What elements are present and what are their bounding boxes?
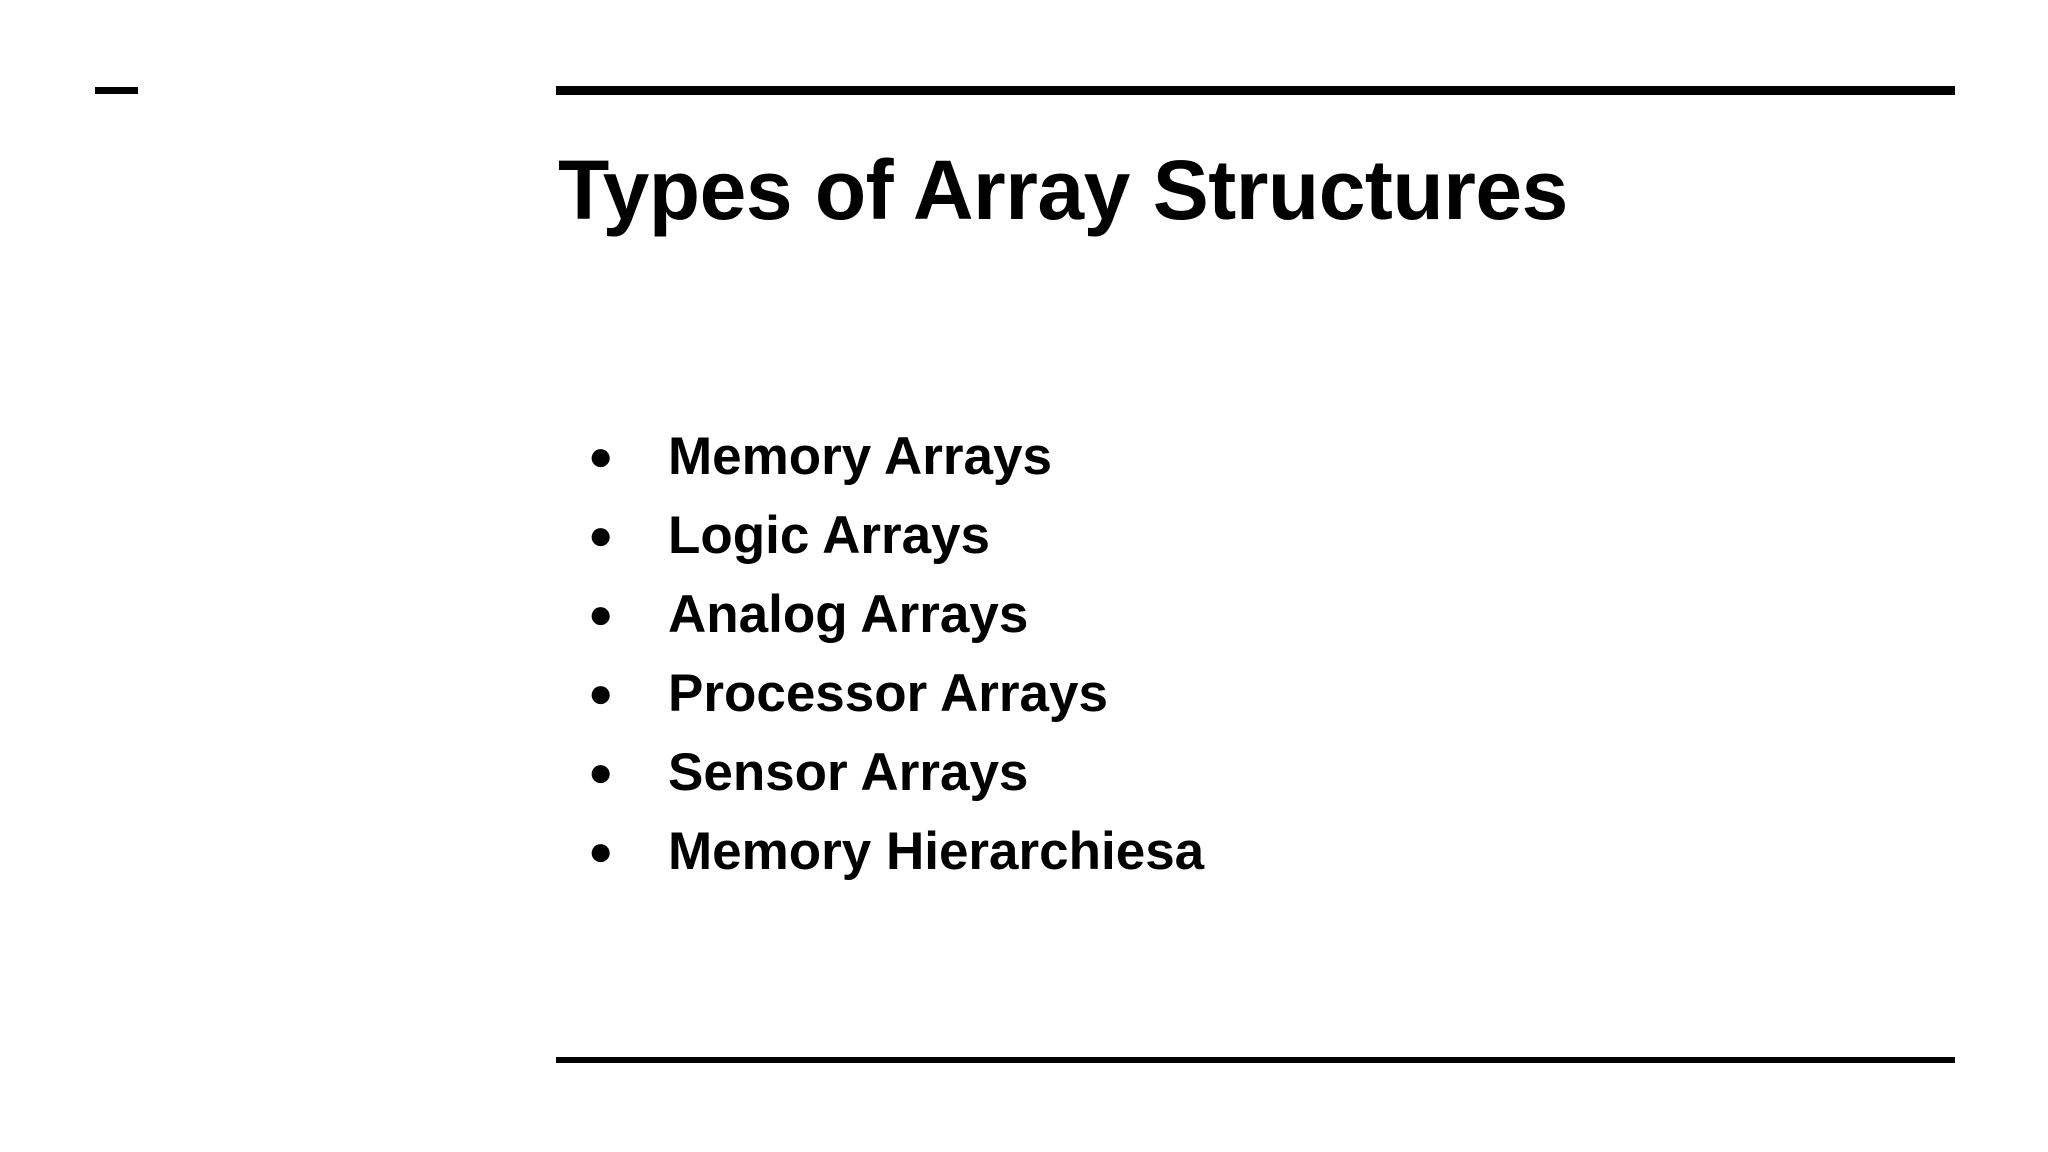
list-item-label: Sensor Arrays	[668, 743, 1029, 802]
list-item-label: Processor Arrays	[668, 664, 1108, 723]
bullet-point-icon: ●	[588, 669, 614, 716]
left-dash-mark	[95, 87, 138, 94]
bullet-point-icon: ●	[588, 827, 614, 874]
page-title: Types of Array Structures	[558, 143, 1568, 237]
list-item-label: Analog Arrays	[668, 585, 1029, 644]
list-item: ● Processor Arrays	[588, 667, 1888, 746]
list-item: ● Logic Arrays	[588, 509, 1888, 588]
list-item: ● Sensor Arrays	[588, 746, 1888, 825]
bullet-point-icon: ●	[588, 511, 614, 558]
title-top-rule	[556, 86, 1955, 95]
list-item: ● Memory Arrays	[588, 430, 1888, 509]
list-item-label: Memory Arrays	[668, 427, 1052, 486]
bullet-point-icon: ●	[588, 590, 614, 637]
list-item-label: Memory Hierarchiesa	[668, 822, 1205, 881]
list-item: ● Analog Arrays	[588, 588, 1888, 667]
bullet-point-icon: ●	[588, 748, 614, 795]
list-item: ● Memory Hierarchiesa	[588, 825, 1888, 904]
list-item-label: Logic Arrays	[668, 506, 991, 565]
footer-bottom-rule	[556, 1057, 1955, 1063]
bullet-point-icon: ●	[588, 432, 614, 479]
array-types-list: ● Memory Arrays ● Logic Arrays ● Analog …	[588, 430, 1888, 904]
